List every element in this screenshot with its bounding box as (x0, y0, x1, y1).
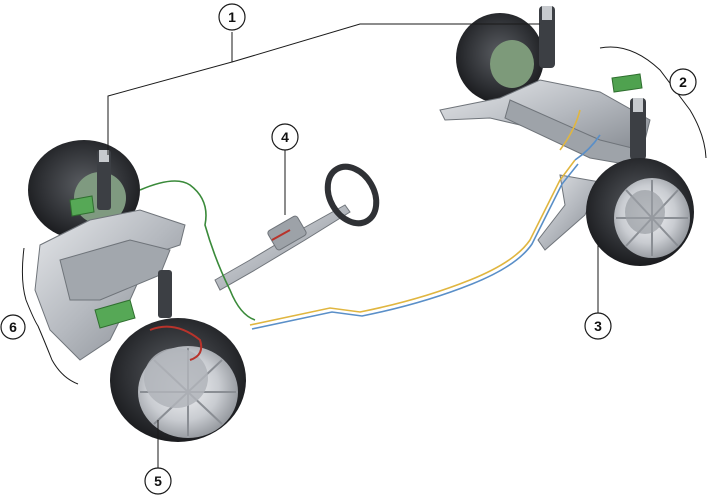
rear-right-shock (630, 98, 646, 160)
steering-wheel (324, 163, 380, 227)
green-harness (139, 180, 256, 321)
callout-6: 6 (0, 314, 26, 340)
callout-4: 4 (271, 123, 299, 151)
bracket-2 (599, 46, 707, 159)
brake-line-blue (251, 163, 579, 330)
callout-3-number: 3 (594, 318, 602, 334)
callout-3: 3 (584, 312, 612, 340)
steering-assembly (214, 163, 380, 291)
front-left-strut (158, 270, 172, 318)
brake-disc (144, 348, 208, 408)
callout-2: 2 (669, 68, 697, 96)
rear-left-shock (539, 6, 555, 68)
callout-2-number: 2 (679, 74, 687, 90)
callout-5: 5 (144, 467, 172, 495)
callout-1: 1 (218, 3, 246, 31)
callout-1-number: 1 (228, 9, 236, 25)
callout-5-number: 5 (154, 473, 162, 489)
leader-lines (21, 23, 707, 468)
steering-motor (267, 215, 307, 251)
rear-axle (439, 6, 694, 266)
front-axle (28, 140, 246, 442)
callout-4-number: 4 (281, 129, 289, 145)
brake-line-yellow (249, 159, 576, 326)
front-right-strut (97, 150, 111, 210)
rear-left-hub (490, 40, 534, 88)
callout-6-number: 6 (9, 319, 17, 335)
control-module (611, 73, 643, 93)
brake-lines (139, 109, 601, 330)
bracket-6 (21, 247, 79, 385)
